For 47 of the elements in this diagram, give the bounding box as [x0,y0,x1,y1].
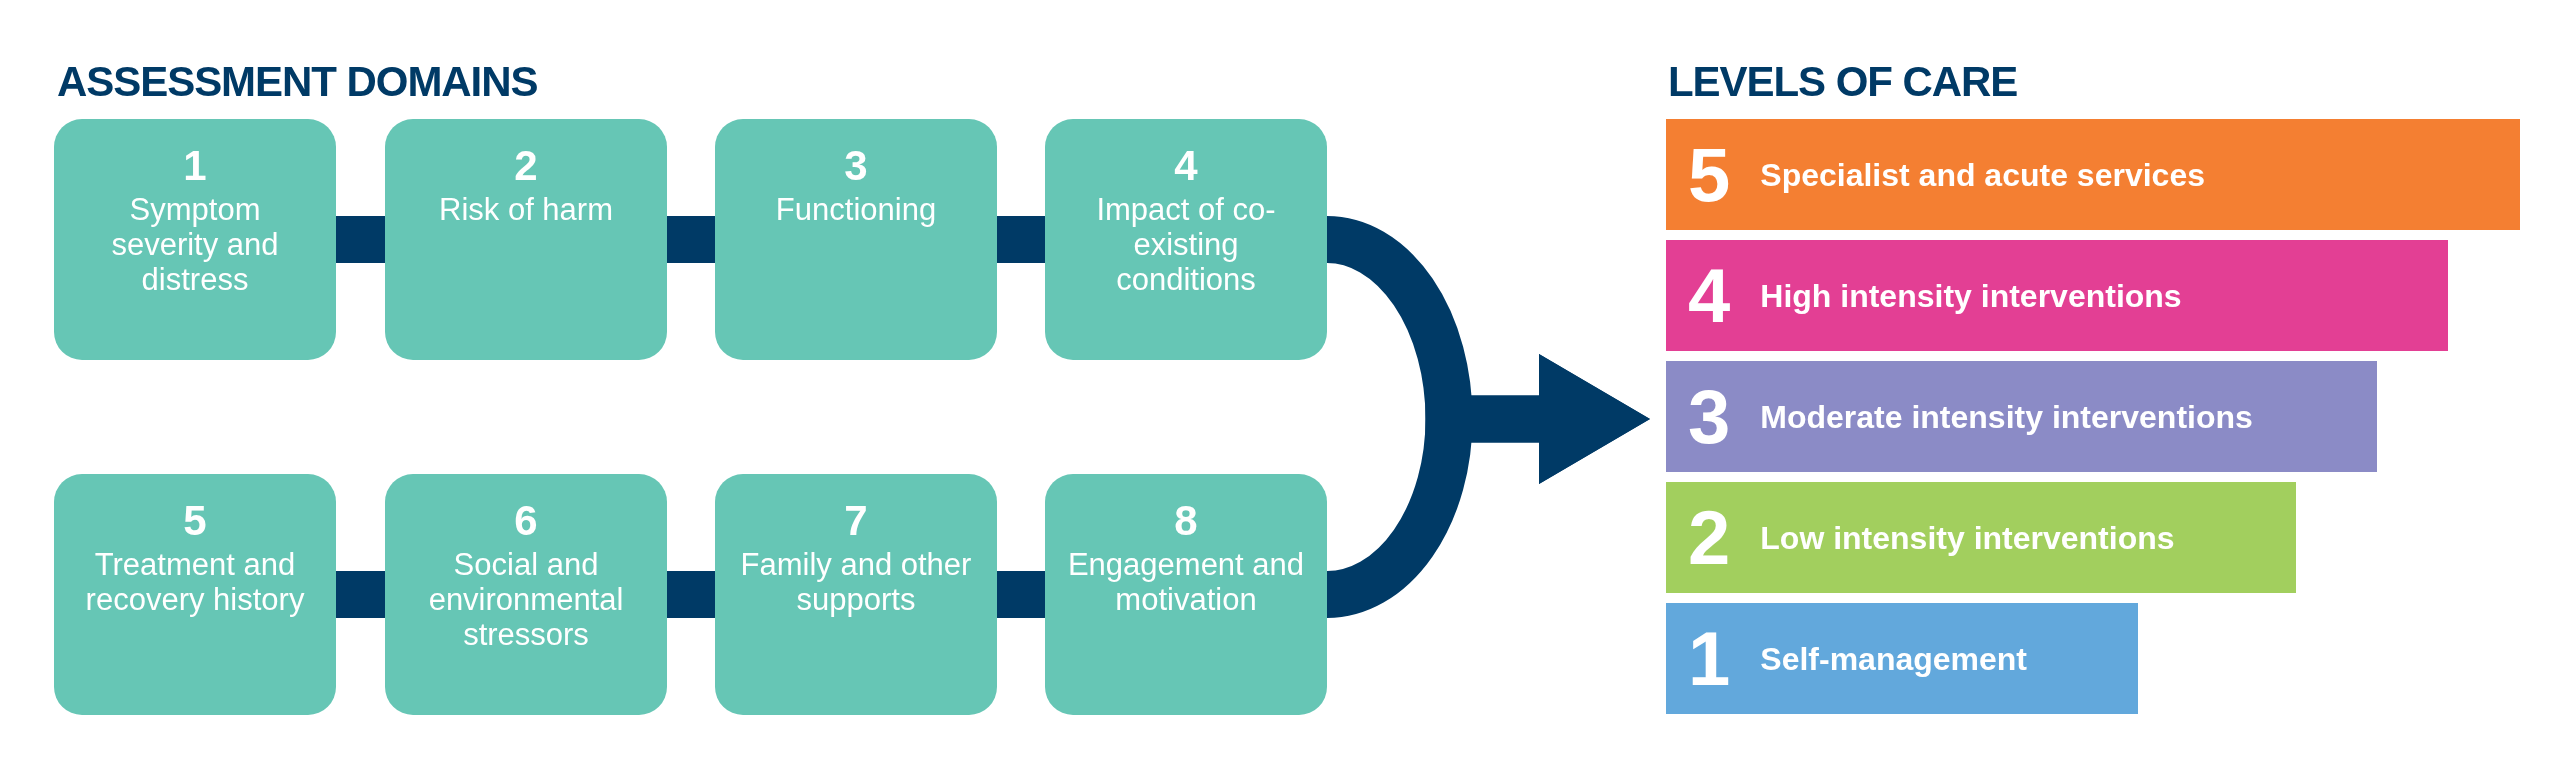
domain-label: Family and other supports [739,548,973,618]
care-level-bar [1666,240,2448,351]
level-label: Self-management [1760,642,2027,675]
care-level-bar [1666,361,2377,472]
domain-number: 6 [514,498,538,545]
section-heading: ASSESSMENT DOMAINS [57,57,538,107]
level-number: 1 [1688,620,1731,697]
domain-number: 3 [844,143,868,190]
domain-box [1045,119,1327,360]
level-label: Specialist and acute services [1760,158,2205,191]
domain-number: 1 [183,143,207,190]
domain-label: Risk of harm [439,193,613,228]
level-label: Low intensity interventions [1760,521,2175,554]
domain-box [54,119,336,360]
level-label: Moderate intensity interventions [1760,400,2253,433]
connector-bar [997,216,1045,263]
care-level-bar [1666,603,2138,714]
domain-label: Impact of co-existing conditions [1095,193,1277,298]
connector-bar [997,571,1045,618]
domain-number: 2 [514,143,538,190]
connector-bar [667,571,715,618]
level-number: 2 [1688,499,1731,576]
connector-bar [336,216,385,263]
section-heading: LEVELS OF CARE [1668,57,2018,107]
domain-label: Symptom severity and distress [110,193,280,298]
care-level-bar [1666,482,2296,593]
domain-box [715,119,997,360]
domain-label: Functioning [775,193,937,228]
domain-label: Social and environmental stressors [427,548,625,653]
level-number: 3 [1688,378,1731,455]
domain-number: 5 [183,498,207,545]
domain-box [385,119,667,360]
domain-box [385,474,667,715]
domain-number: 4 [1174,143,1198,190]
care-level-bar [1666,119,2520,230]
level-number: 5 [1688,136,1731,213]
domain-label: Treatment and recovery history [84,548,306,618]
connector-bar [667,216,715,263]
domain-box [1045,474,1327,715]
domain-number: 8 [1174,498,1198,545]
domain-label: Engagement and motivation [1067,548,1305,618]
connector-bar [336,571,385,618]
level-number: 4 [1688,257,1731,334]
domain-box [715,474,997,715]
domain-number: 7 [844,498,868,545]
level-label: High intensity interventions [1760,279,2182,312]
domain-box [54,474,336,715]
